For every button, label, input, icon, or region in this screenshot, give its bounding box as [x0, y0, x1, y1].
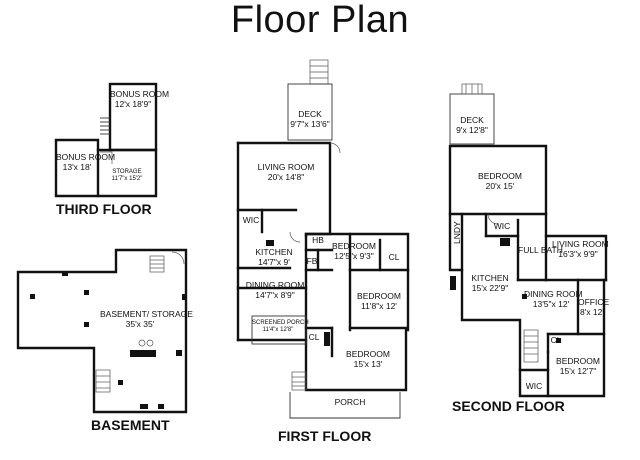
basement-label: BASEMENT — [91, 417, 170, 433]
basement-plan — [16, 248, 188, 414]
room-label: DINING ROOM 13'5"x 12' — [524, 289, 583, 309]
page-title: Floor Plan — [230, 0, 410, 41]
first-floor-label: FIRST FLOOR — [278, 428, 372, 444]
room-label: LIVING ROOM 20'x 14'8" — [257, 162, 315, 182]
room-label: PORCH — [334, 397, 366, 407]
room-label: DECK 9'x 12'8" — [456, 115, 488, 135]
room-label: LIVING ROOM 16'3"x 9'9" — [552, 239, 609, 259]
second-floor-plan — [448, 83, 608, 398]
room-label: WIC — [242, 215, 260, 225]
room-label: OFFICE 8'x 12' — [578, 297, 610, 317]
room-label: BONUS ROOM 12'x 18'9" — [110, 89, 170, 109]
room-label: LNDY — [452, 221, 462, 244]
room-label: BEDROOM 20'x 15' — [478, 171, 522, 191]
room-label: FB — [306, 256, 318, 266]
first-floor-plan — [236, 59, 410, 419]
room-label: BONUS ROOM 13'x 18' — [56, 152, 116, 172]
room-label: KITCHEN 15'x 22'9" — [471, 273, 509, 293]
room-label: KITCHEN 14'7"x 9' — [255, 247, 293, 267]
third-floor-label: THIRD FLOOR — [56, 201, 152, 217]
room-label: FULL BATH — [518, 245, 563, 255]
room-label: BEDROOM 15'x 13' — [346, 349, 390, 369]
room-label: WIC — [525, 381, 543, 391]
room-label: CL — [550, 335, 562, 345]
room-label: STORAGE 11'7"x 15'2" — [111, 169, 143, 182]
second-floor-label: SECOND FLOOR — [452, 398, 565, 414]
room-label: CL — [388, 252, 400, 262]
room-label: SCREENED PORCH 11'4"x 12'8" — [252, 320, 309, 333]
room-label: BASEMENT/ STORAGE 35'x 35' — [100, 309, 193, 329]
room-label: DINING ROOM 14'7"x 8'9" — [245, 280, 305, 300]
room-label: DECK 9'7"x 13'6" — [290, 109, 330, 129]
room-label: BEDROOM 12'5"x 9'3" — [332, 241, 376, 261]
room-label: HB — [312, 235, 324, 245]
room-label: BEDROOM 15'x 12'7" — [556, 356, 600, 376]
third-floor-plan — [54, 82, 158, 198]
room-label: WIC — [493, 221, 511, 231]
room-label: CL — [308, 332, 320, 342]
room-label: BEDROOM 11'8"x 12' — [357, 291, 401, 311]
